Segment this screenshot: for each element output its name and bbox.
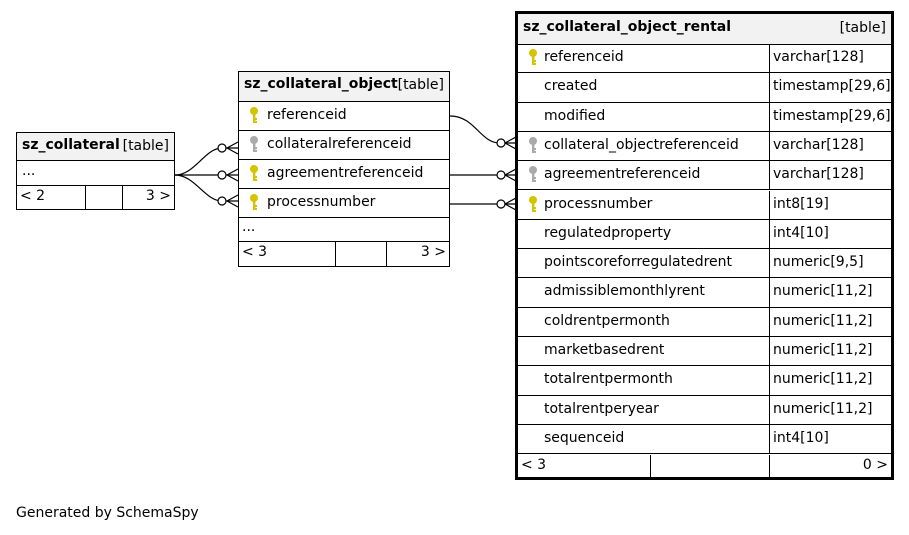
- column-type: int8[19]: [773, 195, 829, 212]
- column-name: marketbasedrent: [544, 342, 665, 358]
- table-header: sz_collateral_object_rental [table]: [518, 14, 891, 45]
- column-type: numeric[11,2]: [773, 400, 873, 417]
- column-name: totalrentpermonth: [544, 371, 673, 388]
- table-footer: < 3 3 >: [239, 241, 449, 266]
- table-type: [table]: [839, 20, 886, 36]
- column-type: numeric[9,5]: [773, 254, 864, 271]
- column-row[interactable]: regulatedproperty int4[10]: [518, 219, 891, 250]
- ellipsis: ...: [22, 163, 36, 179]
- column-name: admissiblemonthlyrent: [544, 283, 705, 300]
- primary-key-icon: [249, 193, 259, 213]
- table-footer: < 2 3 >: [17, 186, 174, 209]
- table-footer: < 3 0 >: [518, 455, 891, 477]
- column-row[interactable]: collateral_objectreferenceid varchar[128]: [518, 131, 891, 162]
- footer-parents: < 3: [521, 457, 547, 473]
- column-type: int4[10]: [773, 224, 829, 241]
- generated-by-text: Generated by SchemaSpy: [16, 505, 199, 521]
- column-row[interactable]: totalrentpermonth numeric[11,2]: [518, 366, 891, 396]
- column-row[interactable]: modified timestamp[29,6]: [518, 102, 891, 132]
- table-type: [table]: [397, 77, 444, 93]
- relation-collateral-to-processnumber: [174, 174, 238, 202]
- column-row[interactable]: agreementreferenceid varchar[128]: [518, 161, 891, 191]
- optional-marker: [496, 170, 506, 180]
- column-name: processnumber: [267, 194, 376, 210]
- optional-marker: [496, 199, 506, 209]
- column-name: coldrentpermonth: [544, 312, 670, 329]
- footer-children: 0 >: [862, 457, 888, 473]
- column-type: varchar[128]: [773, 166, 864, 183]
- column-row[interactable]: marketbasedrent numeric[11,2]: [518, 337, 891, 367]
- column-row[interactable]: referenceid: [239, 102, 449, 131]
- table-name: sz_collateral_object_rental: [523, 19, 732, 35]
- column-row[interactable]: created timestamp[29,6]: [518, 73, 891, 103]
- column-type: varchar[128]: [773, 136, 864, 153]
- footer-children: 3 >: [420, 244, 446, 260]
- column-row[interactable]: referenceid varchar[128]: [518, 44, 891, 74]
- column-row[interactable]: sequenceid int4[10]: [518, 424, 891, 455]
- table-name: sz_collateral: [22, 137, 120, 153]
- column-name: referenceid: [544, 49, 624, 65]
- column-name: created: [544, 78, 598, 95]
- column-type: timestamp[29,6]: [773, 78, 891, 95]
- column-type: numeric[11,2]: [773, 312, 873, 329]
- table-header: sz_collateral [table]: [17, 133, 174, 161]
- foreign-key-icon: [528, 136, 538, 156]
- table-sz-collateral-object[interactable]: sz_collateral_object [table] referenceid…: [238, 71, 450, 267]
- footer-parents: < 3: [242, 244, 268, 260]
- column-name: agreementreferenceid: [267, 165, 424, 181]
- column-row[interactable]: totalrentperyear numeric[11,2]: [518, 395, 891, 425]
- column-row[interactable]: collateralreferenceid: [239, 131, 449, 160]
- column-row[interactable]: processnumber: [239, 189, 449, 218]
- column-name: sequenceid: [544, 429, 625, 446]
- primary-key-icon: [528, 48, 538, 68]
- relation-object-to-rental: [449, 115, 516, 144]
- column-row[interactable]: admissiblemonthlyrent numeric[11,2]: [518, 278, 891, 308]
- table-name: sz_collateral_object: [244, 76, 398, 92]
- column-row[interactable]: pointscoreforregulatedrent numeric[9,5]: [518, 249, 891, 279]
- ellipsis-row: ...: [239, 217, 449, 242]
- table-sz-collateral[interactable]: sz_collateral [table] ... < 2 3 >: [16, 132, 175, 210]
- column-type: numeric[11,2]: [773, 283, 873, 300]
- primary-key-icon: [249, 164, 259, 184]
- footer-parents: < 2: [20, 188, 46, 204]
- column-name: pointscoreforregulatedrent: [544, 254, 733, 271]
- column-name: totalrentperyear: [544, 400, 659, 417]
- column-type: int4[10]: [773, 429, 829, 446]
- column-name: referenceid: [267, 107, 347, 123]
- table-header: sz_collateral_object [table]: [239, 72, 449, 102]
- column-name: modified: [544, 107, 606, 124]
- table-sz-collateral-object-rental[interactable]: sz_collateral_object_rental [table] refe…: [515, 11, 894, 480]
- column-name: agreementreferenceid: [544, 166, 701, 183]
- optional-marker: [217, 170, 227, 180]
- ellipsis-row: ...: [17, 161, 174, 186]
- ellipsis: ...: [242, 219, 256, 235]
- column-name: collateralreferenceid: [267, 136, 412, 152]
- column-type: timestamp[29,6]: [773, 107, 891, 124]
- table-type: [table]: [122, 138, 169, 154]
- optional-marker: [217, 143, 227, 153]
- footer-children: 3 >: [145, 188, 171, 204]
- column-type: varchar[128]: [773, 49, 864, 65]
- column-name: collateral_objectreferenceid: [544, 136, 739, 153]
- primary-key-icon: [249, 106, 259, 126]
- column-row[interactable]: agreementreferenceid: [239, 160, 449, 189]
- relation-collateral-to-object: [174, 147, 238, 176]
- column-name: regulatedproperty: [544, 224, 672, 241]
- column-row[interactable]: processnumber int8[19]: [518, 190, 891, 220]
- foreign-key-icon: [249, 135, 259, 155]
- column-type: numeric[11,2]: [773, 371, 873, 388]
- optional-marker: [496, 138, 506, 148]
- column-row[interactable]: coldrentpermonth numeric[11,2]: [518, 307, 891, 337]
- column-type: numeric[11,2]: [773, 342, 873, 358]
- foreign-key-icon: [528, 165, 538, 185]
- primary-key-icon: [528, 195, 538, 215]
- column-name: processnumber: [544, 195, 653, 212]
- optional-marker: [217, 196, 227, 206]
